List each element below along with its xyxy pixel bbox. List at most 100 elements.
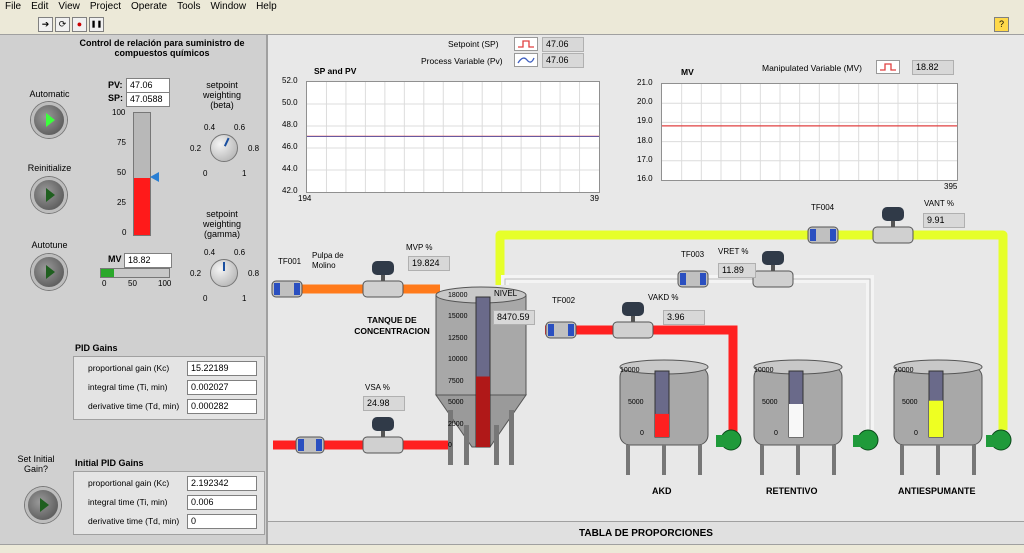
y-tick-label: 20.0: [637, 97, 653, 107]
akd-level-fill: [655, 413, 669, 437]
ret-tick-0: 0: [774, 430, 778, 437]
tf001-label: TF001: [278, 257, 302, 266]
valve-tf003-icon[interactable]: [677, 270, 709, 288]
menu-window[interactable]: Window: [210, 1, 247, 12]
mv-tick-50: 50: [128, 279, 137, 288]
panel-title: Control de relación para suministro de c…: [79, 38, 245, 58]
pump-akd-icon[interactable]: [716, 429, 742, 451]
beta-tick-1: 1: [242, 169, 247, 178]
mv-slider[interactable]: [100, 268, 170, 278]
akd-tick-0: 0: [640, 430, 644, 437]
ipid-kc-value[interactable]: 2.192342: [187, 476, 257, 491]
pause-icon[interactable]: ❚❚: [89, 17, 104, 32]
legend-pv-swatch[interactable]: [514, 53, 538, 67]
gamma-tick-0: 0: [203, 294, 208, 303]
valve-vsa-meter-icon[interactable]: [295, 436, 325, 454]
beta-knob[interactable]: [210, 134, 238, 162]
autotune-button[interactable]: [31, 254, 67, 290]
y-tick-label: 17.0: [637, 154, 653, 164]
initial-pid-gains-cluster: proportional gain (Kc) 2.192342 integral…: [73, 471, 265, 535]
vant-label: VANT %: [924, 199, 954, 208]
pulpa-label: Pulpa de Molino: [312, 251, 344, 270]
valve-tf001-icon[interactable]: [271, 280, 303, 298]
slider-tick-0: 0: [122, 228, 127, 237]
autotune-label: Autotune: [31, 240, 68, 250]
valve-vsa-icon[interactable]: [362, 417, 404, 454]
run-continuously-icon[interactable]: ⟳: [55, 17, 70, 32]
menu-help[interactable]: Help: [256, 1, 277, 12]
tf004-label: TF004: [811, 203, 835, 212]
slider-thumb-icon[interactable]: [150, 171, 159, 182]
y-tick-label: 18.0: [637, 135, 653, 145]
beta-tick-06: 0.6: [234, 123, 246, 132]
gamma-tick-06: 0.6: [234, 248, 246, 257]
set-initial-gain-button[interactable]: [25, 487, 61, 523]
valve-vret-icon[interactable]: [752, 251, 794, 288]
ret-tick-10000: 10000: [754, 367, 774, 374]
legend-pv-label: Process Variable (Pv): [421, 56, 503, 66]
legend-mv-swatch[interactable]: [876, 60, 900, 74]
valve-vakd-icon[interactable]: [612, 302, 654, 339]
mv-control[interactable]: 18.82: [124, 253, 172, 268]
automatic-button[interactable]: [31, 102, 67, 138]
y-tick-label: 42.0: [282, 186, 298, 195]
set-initial-gain-label: Set Initial Gain?: [17, 454, 55, 474]
ipid-ti-value[interactable]: 0.006: [187, 495, 257, 510]
menu-tools[interactable]: Tools: [177, 1, 201, 12]
pump-retentivo-icon[interactable]: [853, 429, 879, 451]
valve-vant-icon[interactable]: [872, 207, 914, 244]
ret-tick-5000: 5000: [762, 399, 778, 406]
chart-mv[interactable]: [661, 83, 958, 181]
pid-gains-cluster: proportional gain (Kc) 15.22189 integral…: [73, 356, 265, 420]
nivel-value: 8470.59: [493, 310, 535, 325]
legend-sp-swatch[interactable]: [514, 37, 538, 51]
legend-pv-plot-icon: [517, 57, 535, 64]
tf003-label: TF003: [681, 250, 705, 259]
y-tick-label: 44.0: [282, 164, 298, 173]
retentivo-label: RETENTIVO: [766, 486, 818, 496]
chart-sp-pv[interactable]: [306, 81, 600, 193]
valve-mvp-icon[interactable]: [362, 261, 404, 298]
sp-label: SP:: [108, 93, 124, 103]
legend-sp-value: 47.06: [542, 37, 584, 52]
reinitialize-button[interactable]: [31, 177, 67, 213]
y-tick-label: 46.0: [282, 142, 298, 151]
vret-value: 11.89: [718, 263, 756, 278]
menu-operate[interactable]: Operate: [130, 1, 168, 12]
play-icon: [40, 498, 49, 512]
anti-tick-0: 0: [914, 430, 918, 437]
x-tick-label: 395: [944, 182, 958, 191]
tanque-label: TANQUE DE CONCENTRACION: [354, 315, 430, 336]
pump-antiespumante-icon[interactable]: [986, 429, 1012, 451]
tabla-proporciones-button[interactable]: TABLA DE PROPORCIONES: [268, 521, 1024, 545]
menu-file[interactable]: File: [5, 1, 22, 12]
menu-edit[interactable]: Edit: [31, 1, 49, 12]
tank-tick-label: 10000: [448, 356, 468, 364]
legend-pv-value: 47.06: [542, 53, 584, 68]
tank-tick-label: 7500: [448, 377, 464, 385]
abort-icon[interactable]: ●: [72, 17, 87, 32]
setpoint-slider[interactable]: [133, 112, 151, 236]
help-icon[interactable]: ?: [994, 17, 1009, 32]
ipid-td-value[interactable]: 0: [187, 514, 257, 529]
pv-label: PV:: [108, 80, 123, 90]
y-tick-label: 50.0: [282, 98, 298, 107]
run-arrow-icon[interactable]: ➔: [38, 17, 53, 32]
y-tick-label: 52.0: [282, 76, 298, 85]
gamma-knob[interactable]: [210, 259, 238, 287]
menu-project[interactable]: Project: [89, 1, 121, 12]
tank-tick-label: 2500: [448, 420, 464, 428]
valve-tf002-icon[interactable]: [545, 321, 577, 339]
menu-view[interactable]: View: [58, 1, 80, 12]
legend-mv-value: 18.82: [912, 60, 954, 75]
toolbar: ➔ ⟳ ● ❚❚ ?: [0, 14, 1024, 35]
valve-tf004-icon[interactable]: [807, 226, 839, 244]
vakd-value: 3.96: [663, 310, 705, 325]
nivel-label: NIVEL: [494, 289, 518, 298]
pipe-antiespumante: [495, 230, 1008, 430]
tank-tick-label: 15000: [448, 313, 468, 321]
left-panel: Control de relación para suministro de c…: [0, 35, 268, 544]
tank-tick-label: 5000: [448, 399, 464, 407]
vant-value: 9.91: [923, 213, 965, 228]
sp-control[interactable]: 47.0588: [126, 92, 170, 107]
